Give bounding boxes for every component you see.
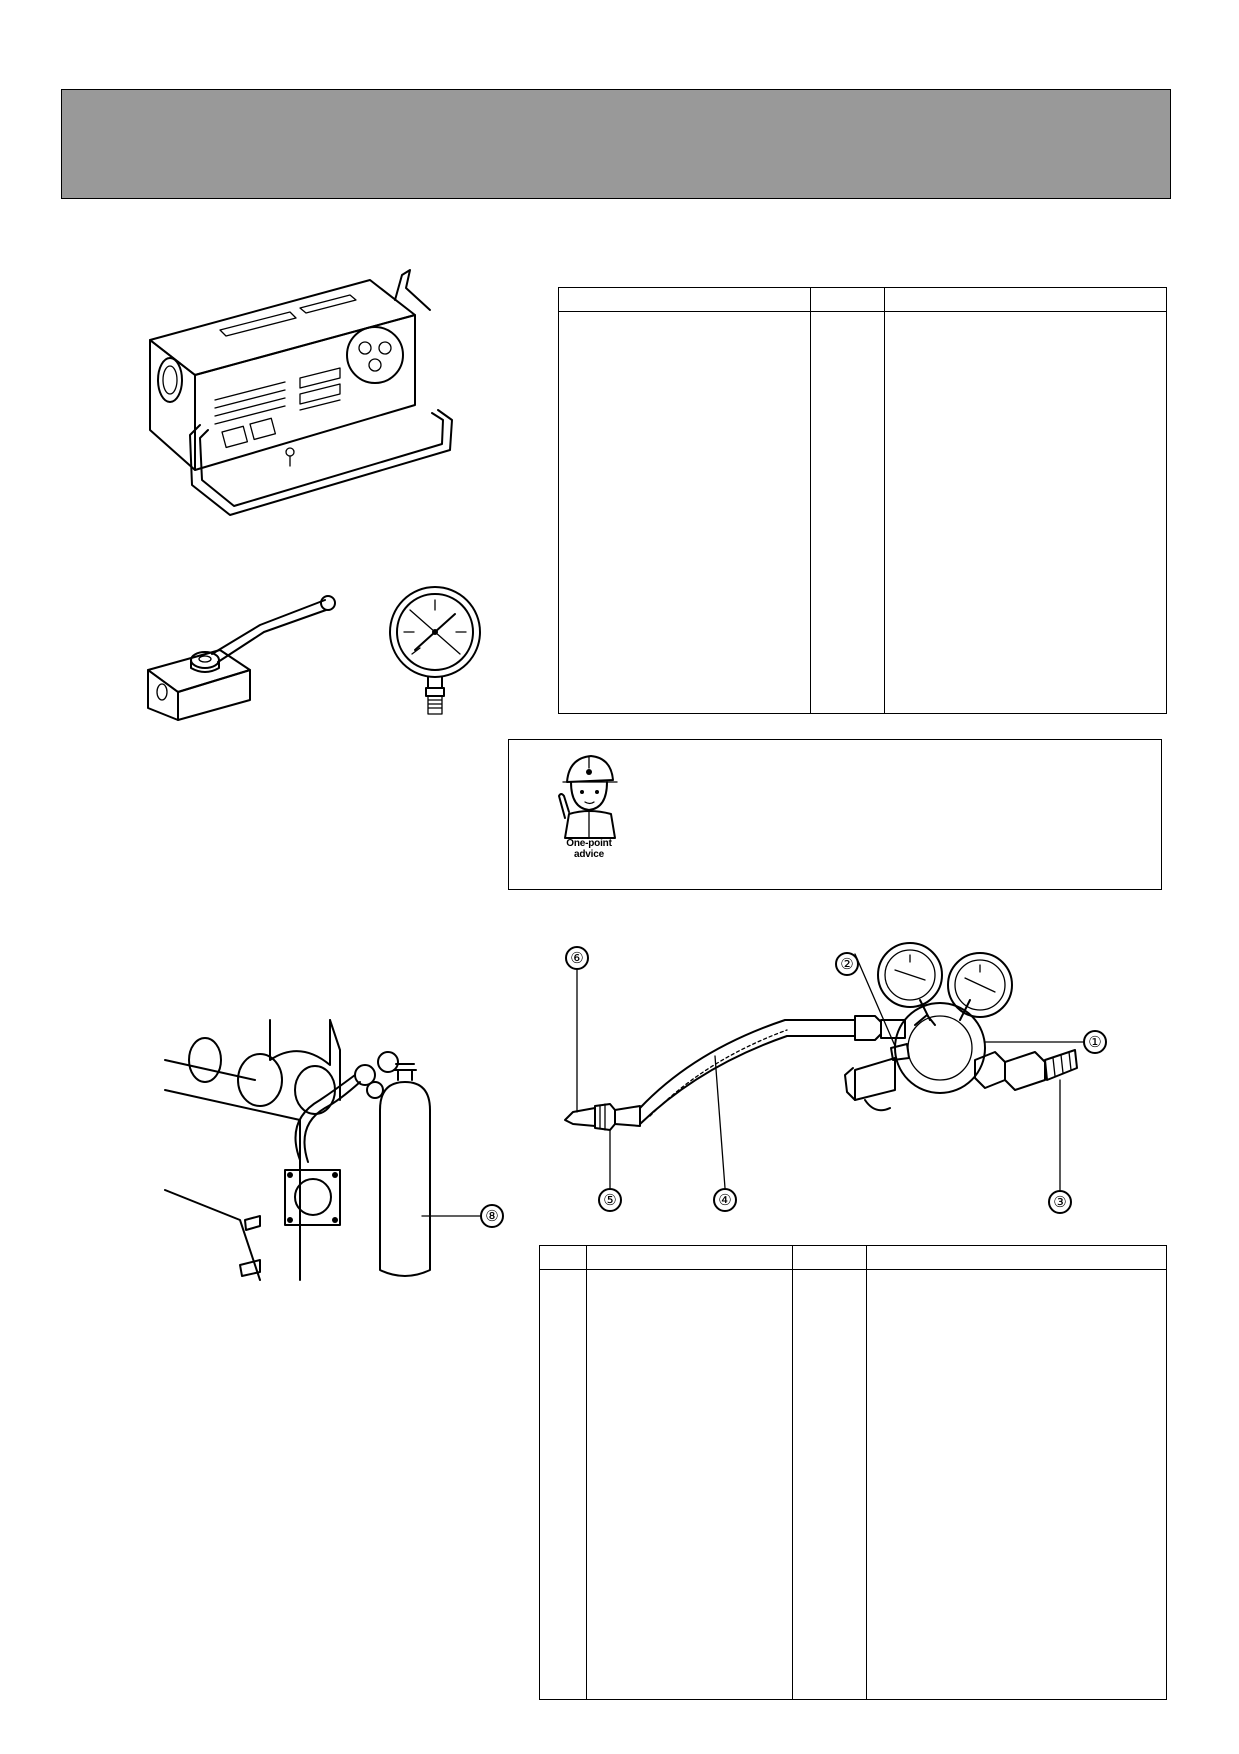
callout-6: ⑥ <box>570 949 583 967</box>
section-header-bar <box>61 89 1171 199</box>
callout-5: ⑤ <box>603 1191 616 1209</box>
ball-valve-illustration <box>147 595 336 721</box>
table-header-cell <box>792 1245 867 1270</box>
advice-badge-label: One-point advice <box>549 838 629 860</box>
regulator-hose-illustration: ⑥ ⑤ ④ ② ① ③ <box>564 942 1107 1214</box>
callout-8: ⑧ <box>485 1207 498 1225</box>
table-header-cell <box>810 287 885 312</box>
pressure-gauge-illustration <box>389 586 481 715</box>
advisor-mascot-icon <box>558 755 618 839</box>
advice-label-line2: advice <box>574 849 604 860</box>
table-cell <box>810 311 885 714</box>
advice-label-line1: One-point <box>566 838 612 849</box>
table-cell <box>558 311 811 714</box>
table-cell <box>884 311 1167 714</box>
one-point-advice-box: One-point advice <box>508 739 1162 890</box>
callout-4: ④ <box>718 1191 731 1209</box>
callout-3: ③ <box>1053 1193 1066 1211</box>
table-header-cell <box>558 287 811 312</box>
table-cell <box>586 1269 793 1700</box>
parts-table <box>539 1245 1167 1700</box>
leak-tester-illustration <box>149 269 453 516</box>
machine-with-gas-bottle-illustration: ⑧ <box>164 1019 504 1281</box>
specification-table <box>558 287 1167 714</box>
callout-2: ② <box>840 955 853 973</box>
table-cell <box>792 1269 867 1700</box>
table-cell <box>539 1269 587 1700</box>
table-header-cell <box>884 287 1167 312</box>
table-cell <box>866 1269 1167 1700</box>
callout-1: ① <box>1088 1033 1101 1051</box>
